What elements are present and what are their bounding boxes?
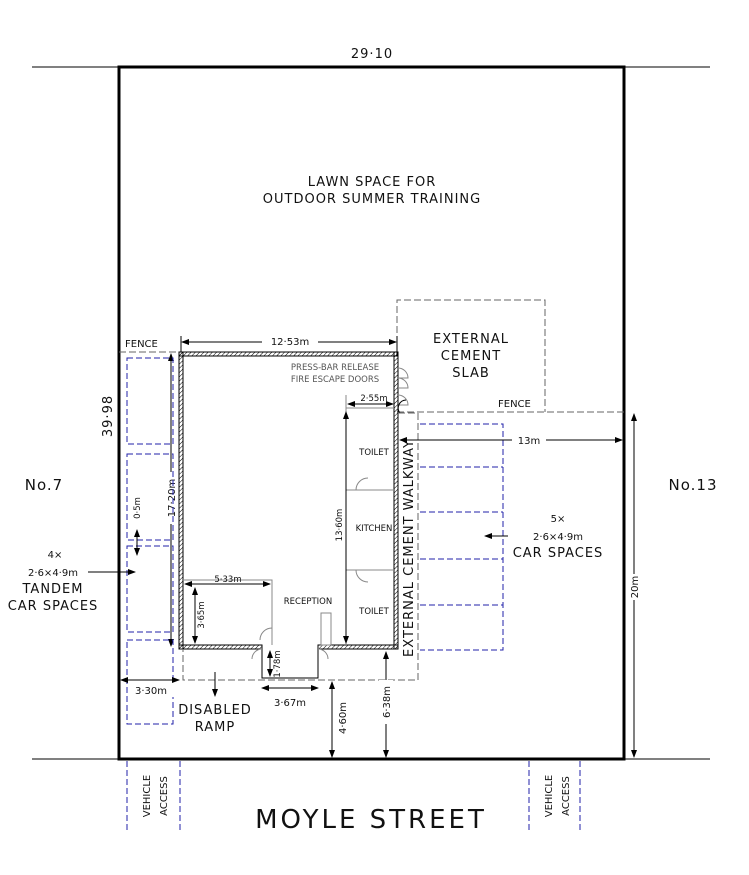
building-wall-bottom-left (178, 644, 263, 650)
fire-door-swing-2 (397, 377, 409, 389)
toilet-door-swing-top (355, 477, 369, 491)
setback-638-label-bg (379, 680, 393, 724)
car-spaces-label-line2: 2·6×4·9m (533, 532, 583, 543)
ramp-label-line1: DISABLED (178, 703, 252, 718)
building-wall-left (178, 351, 184, 650)
fence-left-label: FENCE (125, 339, 158, 350)
car-spaces-outline (420, 423, 504, 651)
width-13-label: 13m (518, 436, 540, 447)
width-330-label-bg (128, 683, 174, 697)
neighbour-right-label: No.13 (669, 476, 718, 494)
setback-460-label: 4·60m (338, 702, 349, 734)
reception-door-swing (259, 627, 273, 641)
gap-05-label: 0·5m (133, 497, 143, 519)
building-width-label: 12·53m (271, 337, 309, 348)
toilet-top-label: TOILET (358, 448, 389, 458)
width-330-label: 3·30m (135, 686, 167, 697)
ramp-door-swing-left (251, 648, 263, 660)
car-spaces-label-line3: CAR SPACES (513, 546, 604, 561)
tandem-car-space-4 (126, 639, 174, 725)
fence-gate-swing (397, 399, 407, 414)
vehicle-access-right-line1: VEHICLE (544, 775, 555, 818)
reception-desk (320, 612, 332, 646)
lawn-label-line1: LAWN SPACE FOR (308, 175, 437, 190)
lot-boundary (117, 65, 626, 761)
reception-label: RECEPTION (284, 597, 332, 607)
width-13-label-bg (512, 433, 546, 447)
depth-1720-label-bg (164, 472, 178, 524)
vehicle-access-right-line2: ACCESS (561, 776, 572, 816)
tandem-label-line1: 4× (48, 550, 63, 561)
car-spaces-label-line1: 5× (551, 514, 566, 525)
ramp-label-line2: RAMP (195, 720, 235, 735)
fence-right-label: FENCE (498, 399, 531, 410)
fire-door-swing-1 (397, 367, 409, 379)
tandem-label-line4: CAR SPACES (8, 599, 99, 614)
vehicle-access-left-line2: ACCESS (159, 776, 170, 816)
fire-doors-label-line2: FIRE ESCAPE DOORS (291, 375, 379, 385)
building-wall-bottom-right (317, 644, 399, 650)
fire-doors-label-line1: PRESS-BAR RELEASE (291, 363, 379, 373)
ramp-door-swing-right (317, 648, 329, 660)
internal-wall-reception (183, 579, 273, 645)
slab-label-line3: SLAB (452, 366, 490, 381)
kitchen-label: KITCHEN (356, 524, 393, 534)
setback-638-label: 6·38m (382, 686, 393, 718)
tandem-car-space-1 (126, 357, 174, 445)
depth-1360-label: 13·60m (335, 509, 345, 542)
depth-20-label-bg (627, 574, 641, 600)
tandem-car-space-2 (126, 453, 174, 541)
tandem-label-line2: 2·6×4·9m (28, 568, 78, 579)
depth-365-label: 3·65m (197, 601, 207, 628)
vehicle-access-left-line1: VEHICLE (142, 775, 153, 818)
building-wall-top (178, 351, 398, 357)
tandem-label-line3: TANDEM (22, 582, 84, 597)
neighbour-left-label: No.7 (25, 476, 63, 494)
tandem-car-space-3 (126, 545, 174, 633)
width-367-label: 3·67m (274, 698, 306, 709)
building-width-label-bg (262, 334, 318, 348)
toilet-bottom-label: TOILET (358, 607, 389, 617)
width-533-label: 5·33m (214, 575, 241, 585)
toilet-door-swing-bottom (355, 569, 369, 583)
ramp-outline (261, 649, 319, 679)
slab-label-line2: CEMENT (441, 349, 501, 364)
building-wall-right (393, 351, 399, 650)
slab-label-line1: EXTERNAL (433, 332, 509, 347)
ramp-depth-label: 1·78m (273, 650, 283, 677)
cement-slab-outline (396, 299, 546, 412)
lot-width-label: 29·10 (351, 47, 393, 62)
external-walkway-outline (182, 412, 419, 681)
lot-depth-label: 39·98 (101, 395, 116, 437)
walkway-label: EXTERNAL CEMENT WALKWAY (402, 439, 417, 657)
width-255-label: 2·55m (360, 394, 387, 404)
fire-door-swing-3 (397, 394, 409, 406)
depth-20-label: 20m (630, 576, 641, 598)
street-name: MOYLE STREET (255, 805, 487, 835)
lawn-label-line2: OUTDOOR SUMMER TRAINING (263, 192, 481, 207)
